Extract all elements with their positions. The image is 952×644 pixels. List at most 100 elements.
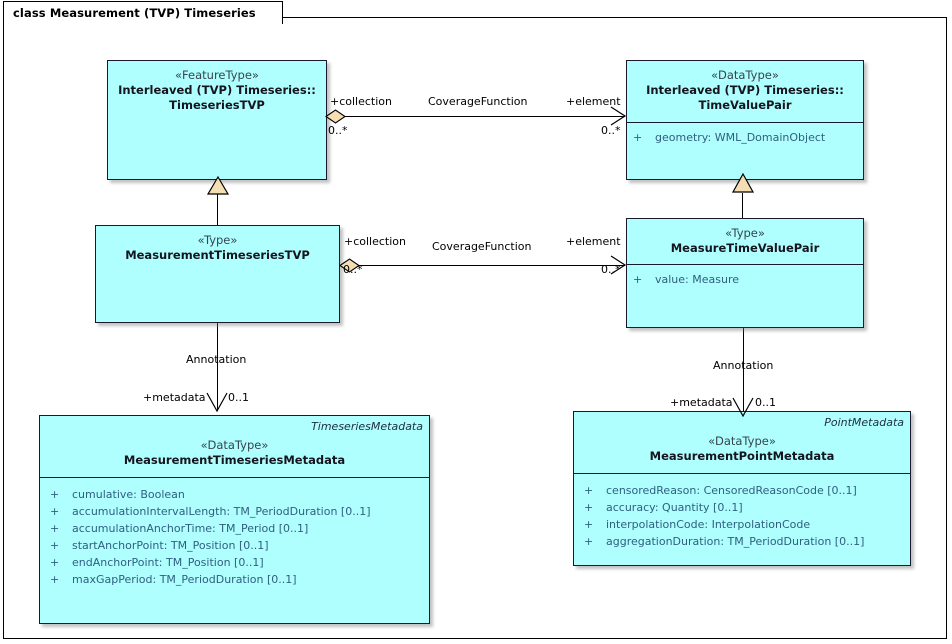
attribute-text: censoredReason: CensoredReasonCode [0..1… xyxy=(606,484,857,498)
coverage-top-line xyxy=(341,116,625,117)
coverage-top-name: CoverageFunction xyxy=(428,95,528,108)
attribute-text: cumulative: Boolean xyxy=(72,488,185,502)
stereotype-measurement-point-metadata: «DataType» xyxy=(708,434,776,448)
coverage-bottom-aggregation-diamond xyxy=(339,258,360,273)
diagram-title-tab: class Measurement (TVP) Timeseries xyxy=(3,1,283,24)
attribute-row: + maxGapPeriod: TM_PeriodDuration [0..1] xyxy=(44,571,429,588)
attribute-text: startAnchorPoint: TM_Position [0..1] xyxy=(72,539,269,553)
coverage-top-source-multiplicity: 0..* xyxy=(328,124,348,137)
attribute-text: interpolationCode: InterpolationCode xyxy=(606,518,811,532)
attribute-visibility: + xyxy=(584,501,594,515)
stereotype-measurement-timeseries-tvp: «Type» xyxy=(197,233,238,247)
coverage-top-target-multiplicity: 0..* xyxy=(601,124,621,137)
attribute-row: + endAnchorPoint: TM_Position [0..1] xyxy=(44,554,429,571)
coverage-bottom-arrowhead xyxy=(610,255,627,275)
annotation-right-arrowhead xyxy=(732,397,754,418)
attribute-row: + cumulative: Boolean xyxy=(44,486,429,503)
class-box-measurement-point-metadata[interactable]: PointMetadata «DataType» MeasurementPoin… xyxy=(573,411,911,566)
coverage-top-arrowhead xyxy=(610,106,627,126)
class-name-time-value-pair-line1: Interleaved (TVP) Timeseries:: xyxy=(646,83,844,98)
generalization-left-line xyxy=(217,193,218,225)
attribute-visibility: + xyxy=(633,130,643,144)
attribute-text: endAnchorPoint: TM_Position [0..1] xyxy=(72,556,264,570)
class-box-measure-time-value-pair[interactable]: «Type» MeasureTimeValuePair + value: Mea… xyxy=(626,218,864,328)
class-box-time-value-pair[interactable]: «DataType» Interleaved (TVP) Timeseries:… xyxy=(626,60,864,180)
attribute-visibility: + xyxy=(633,273,643,287)
attribute-visibility: + xyxy=(50,539,60,553)
annotation-left-arrowhead xyxy=(206,392,228,413)
class-attributes-measurement-point-metadata: + censoredReason: CensoredReasonCode [0.… xyxy=(574,474,910,556)
class-header-time-value-pair: «DataType» Interleaved (TVP) Timeseries:… xyxy=(627,61,863,123)
corner-label-timeseries-metadata: TimeseriesMetadata xyxy=(311,420,423,433)
attribute-row: + startAnchorPoint: TM_Position [0..1] xyxy=(44,537,429,554)
coverage-bottom-line xyxy=(355,265,625,266)
class-header-timeseries-tvp: «FeatureType» Interleaved (TVP) Timeseri… xyxy=(108,61,326,122)
stereotype-time-value-pair: «DataType» xyxy=(711,68,779,82)
class-header-measurement-timeseries-metadata: TimeseriesMetadata «DataType» Measuremen… xyxy=(40,416,429,479)
coverage-top-aggregation-diamond xyxy=(325,109,346,124)
attribute-row: + aggregationDuration: TM_PeriodDuration… xyxy=(578,533,910,550)
stereotype-measure-time-value-pair: «Type» xyxy=(725,226,765,240)
coverage-bottom-source-role: +collection xyxy=(344,235,406,248)
attribute-visibility: + xyxy=(50,488,60,502)
coverage-bottom-target-role: +element xyxy=(566,235,621,248)
class-attributes-measurement-timeseries-metadata: + cumulative: Boolean + accumulationInte… xyxy=(40,478,429,594)
annotation-right-source-role: +metadata xyxy=(670,396,733,409)
class-box-measurement-timeseries-metadata[interactable]: TimeseriesMetadata «DataType» Measuremen… xyxy=(39,415,430,624)
attribute-text: aggregationDuration: TM_PeriodDuration [… xyxy=(606,535,865,549)
attribute-text: value: Measure xyxy=(655,273,739,287)
annotation-left-target-multiplicity: 0..1 xyxy=(228,391,249,404)
attribute-text: maxGapPeriod: TM_PeriodDuration [0..1] xyxy=(72,573,297,587)
generalization-right-triangle xyxy=(731,172,755,193)
class-name-timeseries-tvp-line1: Interleaved (TVP) Timeseries:: xyxy=(118,83,316,98)
stereotype-measurement-timeseries-metadata: «DataType» xyxy=(200,438,269,452)
class-name-measurement-point-metadata: MeasurementPointMetadata xyxy=(649,449,835,464)
attribute-visibility: + xyxy=(50,505,60,519)
annotation-right-line xyxy=(743,328,744,416)
attribute-row: + accumulationIntervalLength: TM_PeriodD… xyxy=(44,503,429,520)
coverage-bottom-name: CoverageFunction xyxy=(432,240,532,253)
class-header-measurement-timeseries-tvp: «Type» MeasurementTimeseriesTVP xyxy=(96,226,339,271)
attribute-visibility: + xyxy=(584,484,594,498)
coverage-bottom-target-multiplicity: 0..* xyxy=(601,263,621,276)
attribute-row: + accuracy: Quantity [0..1] xyxy=(578,499,910,516)
corner-label-point-metadata: PointMetadata xyxy=(824,416,904,429)
class-attributes-time-value-pair: + geometry: WML_DomainObject xyxy=(627,123,863,152)
coverage-bottom-source-multiplicity: 0..* xyxy=(343,263,363,276)
attribute-visibility: + xyxy=(584,535,594,549)
attribute-visibility: + xyxy=(584,518,594,532)
coverage-top-source-role: +collection xyxy=(330,95,392,108)
diagram-frame xyxy=(3,17,947,639)
attribute-row: + censoredReason: CensoredReasonCode [0.… xyxy=(578,482,910,499)
class-name-measure-time-value-pair: MeasureTimeValuePair xyxy=(670,241,820,256)
class-name-time-value-pair-line2: TimeValuePair xyxy=(698,98,792,113)
attribute-row: + geometry: WML_DomainObject xyxy=(627,129,863,146)
generalization-right-line xyxy=(742,193,743,218)
attribute-visibility: + xyxy=(50,522,60,536)
generalization-left-triangle xyxy=(206,175,230,195)
annotation-right-name: Annotation xyxy=(713,359,774,372)
attribute-text: accuracy: Quantity [0..1] xyxy=(606,501,743,515)
class-header-measure-time-value-pair: «Type» MeasureTimeValuePair xyxy=(627,219,863,266)
coverage-top-target-role: +element xyxy=(566,95,621,108)
attribute-text: accumulationAnchorTime: TM_Period [0..1] xyxy=(72,522,309,536)
attribute-row: + accumulationAnchorTime: TM_Period [0..… xyxy=(44,520,429,537)
class-attributes-measure-time-value-pair: + value: Measure xyxy=(627,265,863,294)
class-name-measurement-timeseries-tvp: MeasurementTimeseriesTVP xyxy=(125,248,310,263)
annotation-left-name: Annotation xyxy=(186,353,247,366)
attribute-text: geometry: WML_DomainObject xyxy=(655,130,826,144)
class-box-measurement-timeseries-tvp[interactable]: «Type» MeasurementTimeseriesTVP xyxy=(95,225,340,323)
class-box-timeseries-tvp[interactable]: «FeatureType» Interleaved (TVP) Timeseri… xyxy=(107,60,327,180)
diagram-title: class Measurement (TVP) Timeseries xyxy=(13,6,256,20)
attribute-text: accumulationIntervalLength: TM_PeriodDur… xyxy=(72,505,371,519)
annotation-left-source-role: +metadata xyxy=(143,391,206,404)
attribute-row: + interpolationCode: InterpolationCode xyxy=(578,516,910,533)
class-header-measurement-point-metadata: PointMetadata «DataType» MeasurementPoin… xyxy=(574,412,910,475)
attribute-visibility: + xyxy=(50,556,60,570)
class-name-timeseries-tvp-line2: TimeseriesTVP xyxy=(169,98,265,113)
annotation-right-target-multiplicity: 0..1 xyxy=(755,396,776,409)
stereotype-timeseries-tvp: «FeatureType» xyxy=(175,68,259,82)
annotation-left-line xyxy=(217,323,218,411)
class-name-measurement-timeseries-metadata: MeasurementTimeseriesMetadata xyxy=(123,453,346,468)
